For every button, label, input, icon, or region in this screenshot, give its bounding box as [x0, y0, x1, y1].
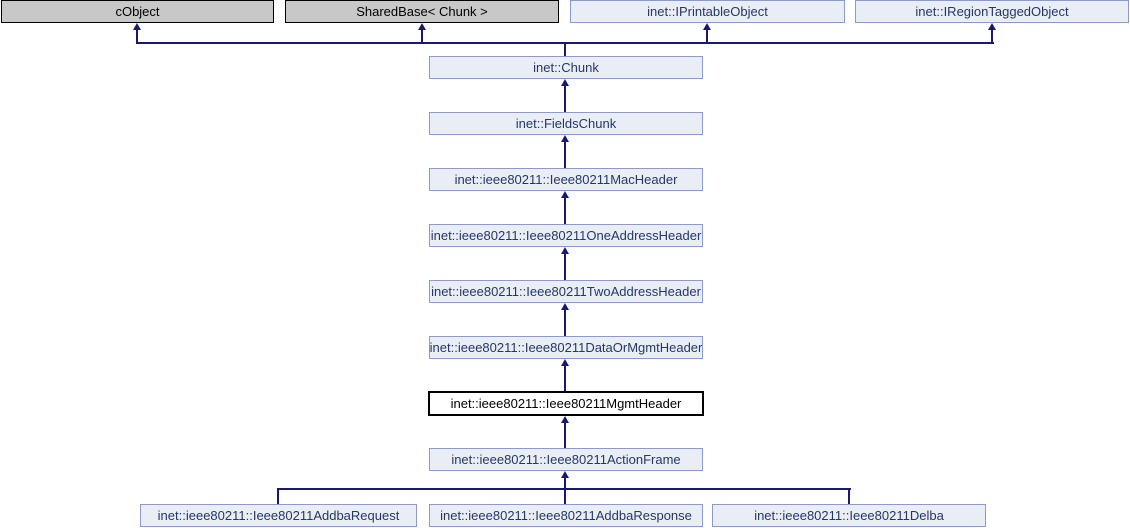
class-node-actionframe[interactable]: inet::ieee80211::Ieee80211ActionFrame [429, 448, 703, 471]
inheritance-edge-line [564, 308, 566, 336]
inheritance-edge-line [564, 140, 566, 168]
inheritance-edge-line [564, 488, 566, 504]
inheritance-edge-line [136, 42, 994, 44]
class-node-chunk[interactable]: inet::Chunk [429, 56, 703, 79]
arrow-up-icon [561, 247, 569, 254]
arrow-up-icon [561, 191, 569, 198]
class-node-delba[interactable]: inet::ieee80211::Ieee80211Delba [712, 504, 986, 527]
class-node-sharedbase: SharedBase< Chunk > [285, 0, 559, 23]
arrow-up-icon [561, 359, 569, 366]
inheritance-edge-line [136, 28, 138, 42]
arrow-up-icon [561, 471, 569, 478]
class-node-iprintableobject[interactable]: inet::IPrintableObject [570, 0, 845, 23]
inheritance-edge-line [564, 84, 566, 112]
class-node-twoaddressheader[interactable]: inet::ieee80211::Ieee80211TwoAddressHead… [429, 280, 703, 303]
inheritance-edge-line [564, 421, 566, 448]
arrow-up-icon [561, 135, 569, 142]
class-node-cobject: cObject [1, 0, 274, 23]
arrow-up-icon [561, 79, 569, 86]
inheritance-edge-line [564, 364, 566, 391]
class-node-dataormgmtheader[interactable]: inet::ieee80211::Ieee80211DataOrMgmtHead… [429, 336, 703, 359]
arrow-up-icon [418, 23, 426, 30]
class-node-addbaresponse[interactable]: inet::ieee80211::Ieee80211AddbaResponse [429, 504, 703, 527]
class-node-macheader[interactable]: inet::ieee80211::Ieee80211MacHeader [429, 168, 703, 191]
class-node-addbarequest[interactable]: inet::ieee80211::Ieee80211AddbaRequest [140, 504, 417, 527]
class-node-iregiontaggedobject[interactable]: inet::IRegionTaggedObject [855, 0, 1129, 23]
inheritance-edge-line [564, 196, 566, 224]
class-node-fieldschunk[interactable]: inet::FieldsChunk [429, 112, 703, 135]
inheritance-edge-line [564, 252, 566, 280]
inheritance-edge-line [421, 28, 423, 42]
inheritance-edge-line [706, 28, 708, 42]
inheritance-edge-line [564, 42, 566, 56]
arrow-up-icon [561, 303, 569, 310]
arrow-up-icon [133, 23, 141, 30]
inheritance-edge-line [277, 488, 851, 490]
class-node-oneaddressheader[interactable]: inet::ieee80211::Ieee80211OneAddressHead… [429, 224, 703, 247]
inheritance-edge-line [848, 488, 850, 504]
inheritance-edge-line [564, 476, 566, 488]
inheritance-edge-line [991, 28, 993, 42]
arrow-up-icon [561, 416, 569, 423]
inheritance-edge-line [277, 488, 279, 504]
class-node-mgmtheader-current: inet::ieee80211::Ieee80211MgmtHeader [428, 391, 704, 416]
arrow-up-icon [988, 23, 996, 30]
arrow-up-icon [703, 23, 711, 30]
